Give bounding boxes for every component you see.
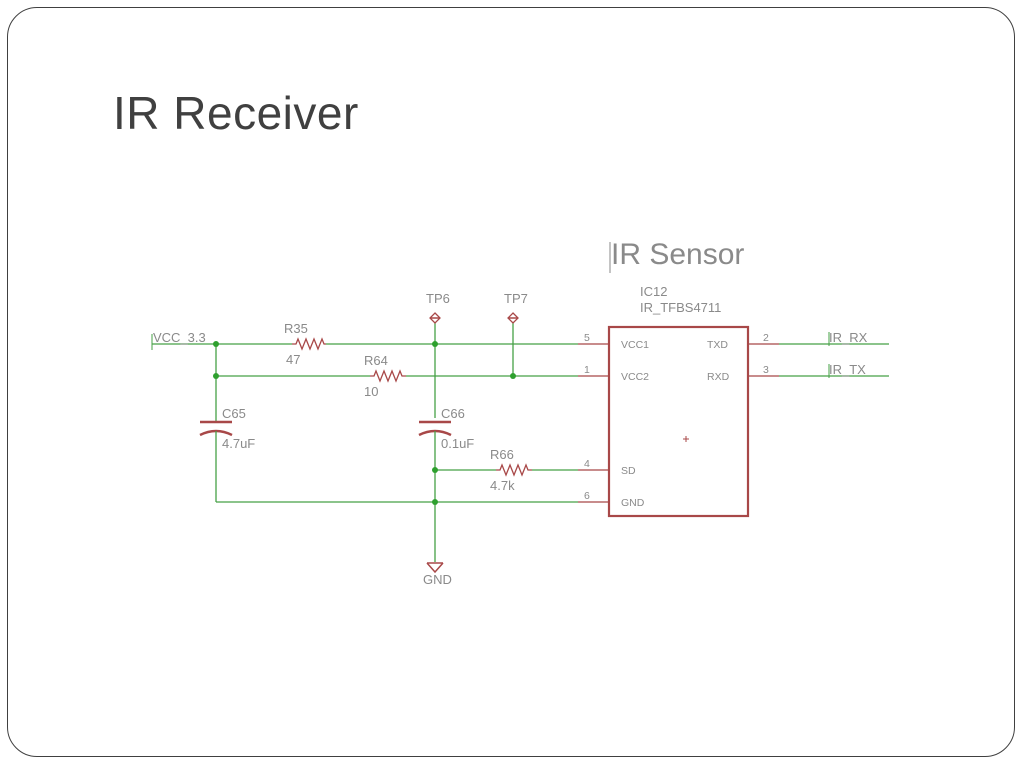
pin-name-vcc1: VCC1 bbox=[621, 339, 649, 351]
junction-tp7 bbox=[510, 373, 516, 379]
pin-name-txd: TXD bbox=[707, 339, 728, 351]
r66-ref: R66 bbox=[490, 447, 514, 462]
net-label-ir-tx: IR_TX bbox=[829, 362, 866, 377]
c66-value: 0.1uF bbox=[441, 436, 474, 451]
pin-number-txd: 2 bbox=[763, 332, 769, 344]
junction-sd bbox=[432, 467, 438, 473]
pin-number-vcc2: 1 bbox=[584, 364, 590, 376]
net-label-ir-rx: IR_RX bbox=[829, 330, 868, 345]
schematic-heading: IR Sensor bbox=[611, 238, 744, 271]
pin-name-vcc2: VCC2 bbox=[621, 371, 649, 383]
ic-part-label: IR_TFBS4711 bbox=[640, 300, 721, 315]
r66-value: 4.7k bbox=[490, 478, 515, 493]
pin-name-gnd: GND bbox=[621, 497, 645, 509]
r35-value: 47 bbox=[286, 352, 300, 367]
junction-vcc-branch bbox=[213, 341, 219, 347]
resistor-r35 bbox=[292, 337, 326, 351]
pin-number-gnd: 6 bbox=[584, 490, 590, 502]
junction-gnd bbox=[432, 499, 438, 505]
r64-value: 10 bbox=[364, 384, 378, 399]
ground-symbol bbox=[426, 562, 444, 574]
tp6-label: TP6 bbox=[426, 291, 450, 306]
tp7-label: TP7 bbox=[504, 291, 528, 306]
c65-ref: C65 bbox=[222, 406, 246, 421]
pin-number-sd: 4 bbox=[584, 458, 590, 470]
junction-tp6 bbox=[432, 341, 438, 347]
c65-value: 4.7uF bbox=[222, 436, 255, 451]
c66-ref: C66 bbox=[441, 406, 465, 421]
test-point-tp6-symbol bbox=[429, 312, 441, 324]
gnd-label: GND bbox=[423, 572, 452, 587]
resistor-r66 bbox=[496, 463, 532, 477]
ic-body bbox=[607, 325, 750, 518]
junction-vcc2-c65 bbox=[213, 373, 219, 379]
ic-ref-label: IC12 bbox=[640, 284, 667, 299]
slide-frame bbox=[7, 7, 1015, 757]
r64-ref: R64 bbox=[364, 353, 388, 368]
net-label-vcc: VCC_3.3 bbox=[153, 330, 206, 345]
r35-ref: R35 bbox=[284, 321, 308, 336]
pin-name-rxd: RXD bbox=[707, 371, 730, 383]
pin-name-sd: SD bbox=[621, 465, 636, 477]
test-point-tp7-symbol bbox=[507, 312, 519, 324]
resistor-r64 bbox=[370, 369, 406, 383]
pin-number-rxd: 3 bbox=[763, 364, 769, 376]
pin-number-vcc1: 5 bbox=[584, 332, 590, 344]
ic-pin-stubs bbox=[578, 343, 779, 503]
slide-title: IR Receiver bbox=[113, 87, 359, 139]
ic-origin-mark bbox=[683, 436, 689, 442]
